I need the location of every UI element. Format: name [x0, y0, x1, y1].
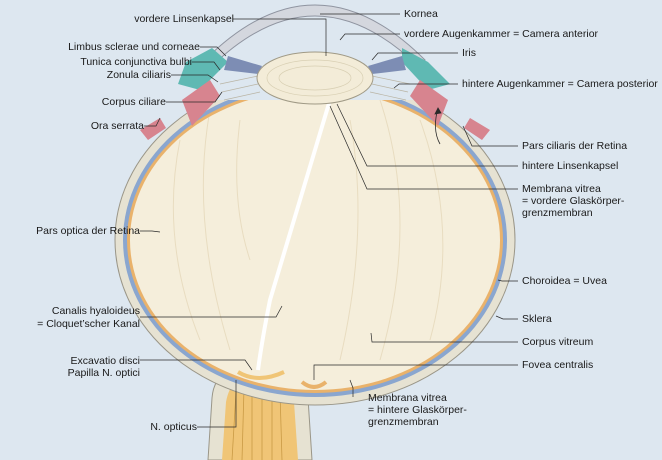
label-canalis-hyaloideus-2: = Cloquet’scher Kanal [37, 318, 140, 330]
vitreous-body [130, 90, 500, 390]
label-membrana-vitrea-hintere-1: Membrana vitrea [368, 392, 447, 404]
label-n-opticus: N. opticus [150, 421, 197, 433]
label-membrana-vitrea-vordere-2: = vordere Glaskörper- [522, 195, 625, 207]
label-pars-optica: Pars optica der Retina [36, 225, 140, 237]
label-membrana-vitrea-vordere-3: grenzmembran [522, 207, 593, 219]
label-vordere-linsenkapsel: vordere Linsenkapsel [134, 13, 234, 25]
zonula-fibers [219, 75, 411, 101]
label-zonula-ciliaris: Zonula ciliaris [106, 69, 171, 81]
label-choroidea: Choroidea = Uvea [522, 275, 607, 287]
label-kornea: Kornea [404, 8, 438, 20]
leader-lines [140, 13, 518, 428]
iris [224, 56, 406, 74]
label-fovea-centralis: Fovea centralis [522, 359, 594, 371]
label-canalis-hyaloideus-1: Canalis hyaloideus [51, 305, 140, 317]
label-excavatio-disci-1: Excavatio disci [70, 355, 140, 367]
label-hintere-linsenkapsel: hintere Linsenkapsel [522, 160, 619, 172]
label-corpus-ciliare: Corpus ciliare [101, 96, 166, 108]
label-membrana-vitrea-hintere-2: = hintere Glaskörper- [368, 404, 467, 416]
optic-disc [236, 370, 285, 380]
canalis-hyaloideus [256, 99, 332, 371]
pars-ciliaris-bracket [434, 107, 442, 145]
label-membrana-vitrea-vordere-1: Membrana vitrea [522, 183, 601, 195]
label-tunica-conjunctiva: Tunica conjunctiva bulbi [80, 56, 192, 68]
fovea-centralis-mark [300, 380, 328, 389]
label-ora-serrata: Ora serrata [90, 120, 144, 132]
label-excavatio-disci-2: Papilla N. optici [67, 367, 140, 379]
label-sklera: Sklera [522, 313, 552, 325]
vitreous-fibers [172, 99, 444, 361]
label-hintere-augenkammer: hintere Augenkammer = Camera posterior [462, 78, 658, 90]
ciliary-body [140, 80, 490, 140]
label-pars-ciliaris: Pars ciliaris der Retina [522, 140, 628, 152]
cornea [204, 4, 426, 67]
label-corpus-vitreum: Corpus vitreum [522, 336, 594, 348]
label-limbus: Limbus sclerae und corneae [68, 41, 200, 53]
label-vordere-augenkammer: vordere Augenkammer = Camera anterior [404, 28, 599, 40]
conjunctiva [178, 48, 450, 90]
label-iris: Iris [462, 47, 476, 59]
label-membrana-vitrea-hintere-3: grenzmembran [368, 416, 439, 428]
lens [256, 51, 374, 105]
